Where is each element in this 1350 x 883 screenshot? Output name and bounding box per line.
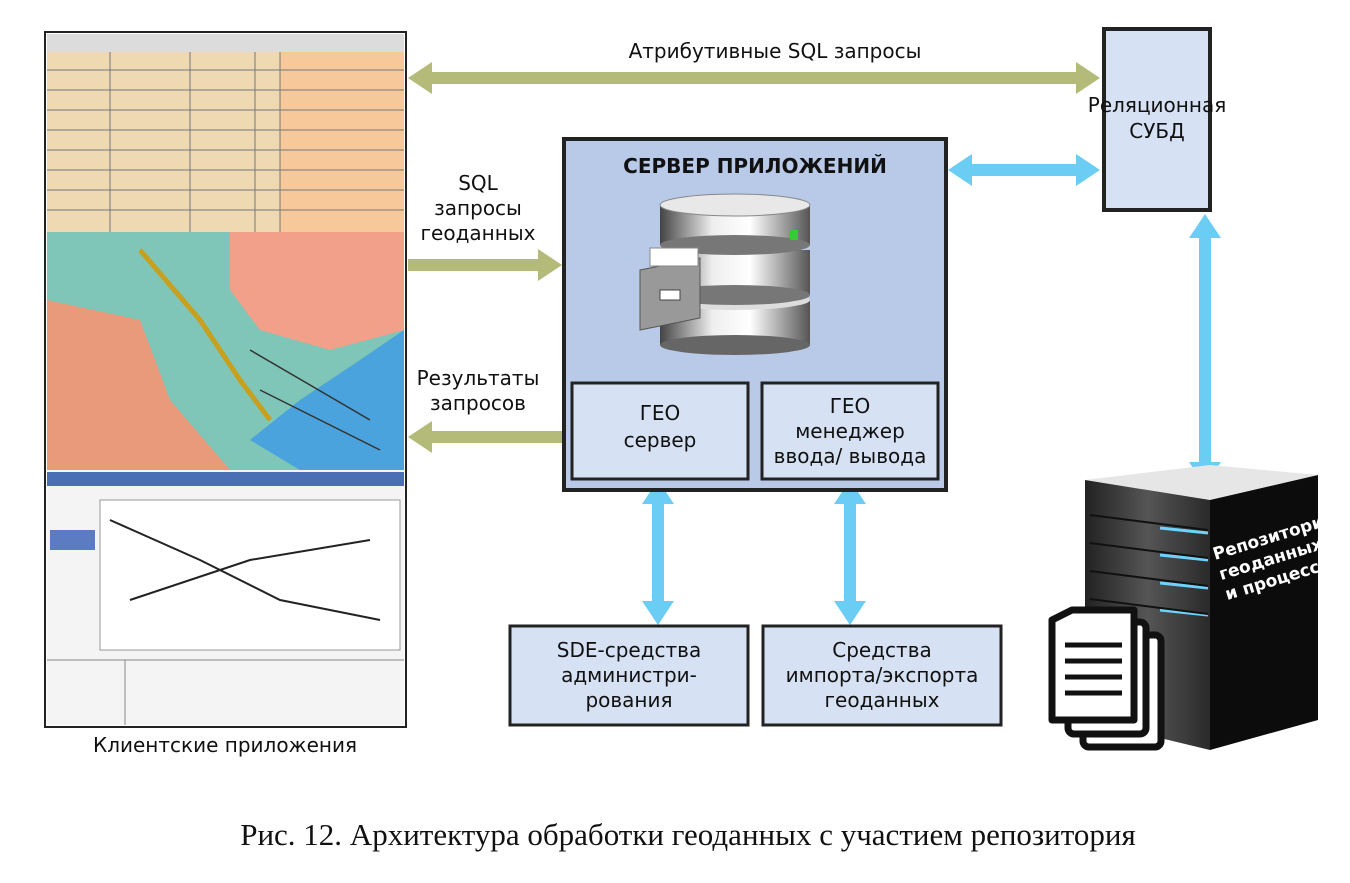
import-export-label-2: импорта/экспорта xyxy=(786,663,979,687)
import-export-label-1: Средства xyxy=(832,638,931,662)
map-app-thumbnail xyxy=(47,232,404,470)
sql-geo-label-1: SQL xyxy=(458,171,498,195)
geo-server-sde-arrow xyxy=(642,480,674,625)
import-export-label-3: геоданных xyxy=(825,688,940,712)
results-label-1: Результаты xyxy=(417,366,540,390)
rdbms-repository-arrow xyxy=(1189,214,1221,486)
geo-server-label-1: ГЕО xyxy=(640,401,681,425)
import-export-box xyxy=(761,624,1003,727)
io-manager-import-arrow xyxy=(834,480,866,625)
documents-icon xyxy=(1048,606,1165,751)
table-app-thumbnail xyxy=(47,34,404,232)
client-apps-label: Клиентские приложения xyxy=(93,733,357,757)
geo-io-manager-box xyxy=(760,381,940,481)
sde-admin-label-1: SDE-средства xyxy=(557,638,701,662)
rdbms-label-1: Реляционная xyxy=(1088,93,1226,117)
app-server-title: СЕРВЕР ПРИЛОЖЕНИЙ xyxy=(623,154,887,178)
results-label-2: запросов xyxy=(430,391,526,415)
attr-sql-label: Атрибутивные SQL запросы xyxy=(629,39,922,63)
geo-io-label-3: ввода/ вывода xyxy=(774,444,927,468)
geo-server-label-2: сервер xyxy=(624,428,697,452)
server-rdbms-arrow xyxy=(948,154,1100,186)
database-icon xyxy=(639,193,811,355)
figure-caption: Рис. 12. Архитектура обработки геоданных… xyxy=(240,817,1136,852)
geo-io-label-2: менеджер xyxy=(795,419,905,443)
rdbms-label-2: СУБД xyxy=(1129,119,1185,143)
client-apps-screenshots xyxy=(44,31,407,728)
repository-label: Репозиторий геоданных и процессов xyxy=(1211,509,1344,605)
sql-geo-arrow xyxy=(408,249,562,281)
sql-geo-label-3: геоданных xyxy=(421,221,536,245)
geo-server-box xyxy=(570,381,750,481)
sql-geo-label-2: запросы xyxy=(434,196,522,220)
sde-admin-label-2: администри- xyxy=(561,663,697,687)
sde-admin-box xyxy=(508,624,750,727)
attr-sql-arrow xyxy=(408,62,1100,94)
rdbms-box xyxy=(1102,27,1212,212)
geo-io-label-1: ГЕО xyxy=(830,394,871,418)
results-arrow xyxy=(408,421,562,453)
sde-admin-label-3: рования xyxy=(585,688,672,712)
cad-app-thumbnail xyxy=(47,470,404,725)
